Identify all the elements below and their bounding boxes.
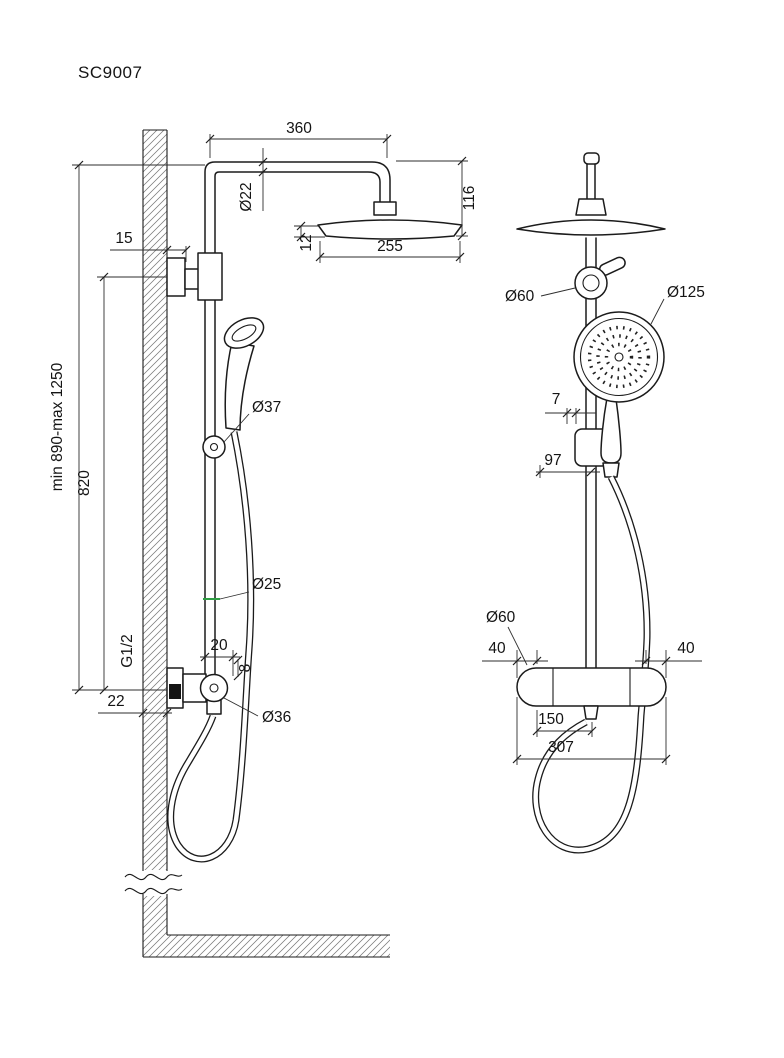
dim-height-range: min 890-max 1250 <box>49 362 66 491</box>
pipe-sleeve <box>197 252 223 301</box>
side-view-extension-lines <box>72 134 468 691</box>
hose-nut <box>602 462 620 478</box>
dim-slider-gap: 7 <box>552 391 561 408</box>
wall-section <box>124 129 390 958</box>
wall-break-lines <box>124 873 183 895</box>
spray-nozzle-ring-middle <box>596 334 642 380</box>
model-number: SC9007 <box>78 63 142 82</box>
front-view-dimension-lines <box>482 287 702 760</box>
mixer-knob-side <box>199 673 229 703</box>
dim-slider-diameter: Ø37 <box>252 399 281 416</box>
handle-front <box>600 397 622 464</box>
dim-connection-span: 150 <box>538 711 564 728</box>
wall-bracket-front <box>574 266 608 300</box>
side-view: 360 Ø22 116 255 12 15 min 890-max 1250 8… <box>49 120 478 958</box>
dim-outlet-offset: 20 <box>210 637 228 654</box>
overhead-shower-front <box>516 219 666 236</box>
stem-cap <box>583 152 600 165</box>
hand-shower-front <box>573 311 665 478</box>
dim-arm-pipe-diameter: Ø22 <box>238 182 255 211</box>
floor-hatch <box>143 935 390 957</box>
front-view-extension-lines <box>516 408 667 765</box>
dim-wall-thickness: 22 <box>107 693 124 710</box>
riser-pipe-inner <box>214 171 381 677</box>
side-view-dimension-lines <box>78 138 463 717</box>
head-ferrule <box>575 198 607 216</box>
dim-left-offset: 40 <box>488 640 506 657</box>
dim-head-width: 255 <box>377 238 403 255</box>
dim-bracket-diameter: Ø60 <box>505 288 535 305</box>
wall-hatch <box>143 130 167 870</box>
dim-slider-width: 97 <box>544 452 561 469</box>
dim-bracket-offset: 15 <box>115 230 132 247</box>
side-view-labels: 360 Ø22 116 255 12 15 min 890-max 1250 8… <box>49 120 478 726</box>
front-view-labels: Ø60 Ø125 7 97 Ø60 40 40 150 307 <box>486 284 705 756</box>
dim-arm-length: 360 <box>286 120 312 137</box>
handshower-face-outer <box>573 311 665 403</box>
dim-mixer-width: 307 <box>548 739 574 756</box>
mixer-side <box>166 667 229 715</box>
dim-head-thickness: 12 <box>298 234 315 251</box>
hand-shower-side <box>223 317 265 431</box>
handle-side <box>224 341 255 431</box>
hose-outlet-front <box>583 705 599 720</box>
overhead-shower-side <box>317 219 463 240</box>
side-view-dimension-ticks <box>74 134 467 718</box>
dim-handshower-diameter: Ø125 <box>667 284 705 301</box>
riser-pipe-outer <box>204 161 391 677</box>
dim-handle-diameter: Ø36 <box>262 709 291 726</box>
front-view: Ø60 Ø125 7 97 Ø60 40 40 150 307 <box>482 152 705 854</box>
wall-flange <box>166 257 186 297</box>
mixer-front <box>516 667 667 720</box>
mixer-body-front <box>516 667 667 707</box>
dim-right-offset: 40 <box>677 640 695 657</box>
spray-nozzle-ring-inner <box>604 342 634 372</box>
dim-column-height: 820 <box>76 470 93 496</box>
mixer-seal <box>169 684 181 699</box>
head-connector-nut <box>373 201 397 216</box>
hose-side <box>167 431 255 863</box>
hose-front <box>532 475 651 854</box>
dim-head-drop: 116 <box>461 186 478 211</box>
dim-outlet-drop: 8 <box>237 664 254 673</box>
slider-knob-side <box>202 435 226 459</box>
spray-nozzle-ring-outer <box>587 325 651 389</box>
dim-riser-diameter: Ø25 <box>252 576 281 593</box>
dim-thread-size: G1/2 <box>119 634 136 668</box>
shower-column-front <box>516 152 666 671</box>
dim-mixer-end-diameter: Ø60 <box>486 609 516 626</box>
shower-column-side <box>166 161 463 677</box>
front-view-dimension-ticks <box>512 408 671 764</box>
